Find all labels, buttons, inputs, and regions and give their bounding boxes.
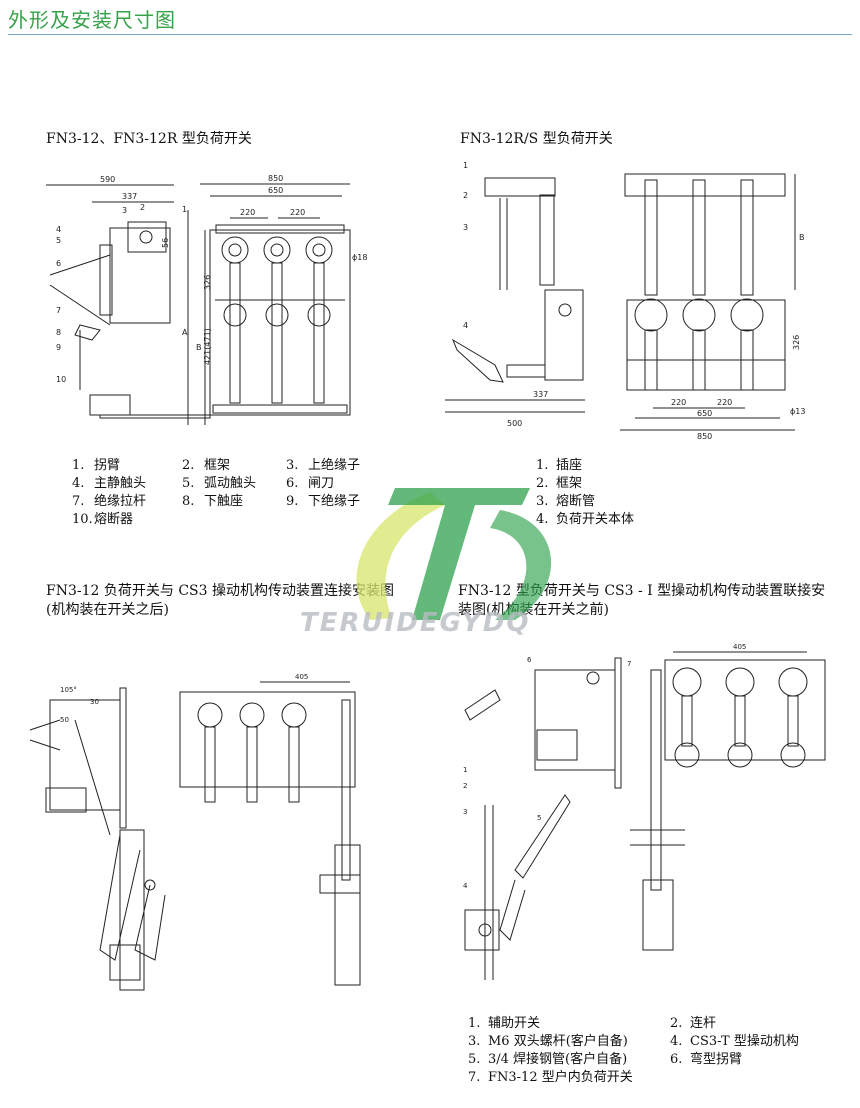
fig4-poles (672, 667, 808, 768)
svg-text:7: 7 (627, 660, 631, 668)
legend-row: 4.负荷开关本体 (536, 512, 635, 527)
fig1-title: FN3-12、FN3-12R 型负荷开关 (46, 131, 252, 147)
svg-text:7: 7 (56, 306, 61, 315)
legend-row: 5.3/4 焊接钢管(客户自备) 6.弯型拐臂 (468, 1052, 743, 1067)
svg-text:4: 4 (463, 321, 468, 330)
legend-row: 1.插座 (536, 458, 583, 473)
fig2-dim-650: 650 (697, 409, 712, 418)
svg-text:2: 2 (463, 191, 468, 200)
fig3-dim-405: 405 (295, 673, 308, 681)
watermark-logo (356, 488, 552, 620)
fig1-dim-A: A (182, 328, 188, 337)
svg-text:5: 5 (56, 236, 61, 245)
svg-text:3: 3 (122, 206, 127, 215)
svg-text:3: 3 (463, 808, 467, 816)
fig1-drawing: 590 337 850 650 220 220 56 326 421(471) … (46, 174, 367, 425)
fig2-dim-B: B (799, 233, 805, 242)
fig1-dim-337: 337 (122, 192, 137, 201)
legend-row: 1.拐臂 2.框架 3.上绝缘子 (72, 458, 361, 473)
fig2-dim-220a: 220 (671, 398, 686, 407)
fig1-insulators (221, 236, 333, 404)
fig4-title-line2: 装图(机构装在开关之前) (458, 602, 609, 618)
fig2-dim-326: 326 (792, 335, 801, 350)
fig3-drawing: 105° 50 30 405 (29, 673, 361, 991)
fig3-dim-30: 30 (90, 698, 99, 706)
page-title: 外形及安装尺寸图 (8, 8, 176, 32)
legend-row: 3.M6 双头螺杆(客户自备) 4.CS3-T 型操动机构 (468, 1034, 799, 1049)
fig4-drawing: 1 2 3 4 5 6 7 405 (463, 643, 826, 980)
svg-text:6: 6 (527, 656, 532, 664)
svg-text:1: 1 (463, 161, 468, 170)
legend-row: 1.辅助开关 2.连杆 (468, 1016, 717, 1031)
fig4-legend: 1.辅助开关 2.连杆 3.M6 双头螺杆(客户自备) 4.CS3-T 型操动机… (468, 1015, 799, 1087)
svg-text:9: 9 (56, 343, 61, 352)
svg-text:3: 3 (463, 223, 468, 232)
svg-text:6: 6 (56, 259, 61, 268)
fig4-title-line1: FN3-12 型负荷开关与 CS3 - I 型操动机构传动装置联接安 (458, 583, 826, 599)
fig2-dim-500: 500 (507, 419, 522, 428)
fig3-title-line2: (机构装在开关之后) (46, 602, 169, 618)
fig1-legend: 1.拐臂 2.框架 3.上绝缘子 4.主静触头 5.弧动触头 6.闸刀 7.绝缘… (72, 457, 360, 529)
fig1-dim-326: 326 (203, 275, 212, 290)
fig1-dim-B: B (196, 343, 202, 352)
watermark-text: TERUIDEGYDQ (300, 608, 531, 638)
fig1-dim-421: 421(471) (203, 328, 212, 365)
fig1-dim-650: 650 (268, 186, 283, 195)
svg-text:4: 4 (56, 225, 61, 234)
page-header: 外形及安装尺寸图 (0, 0, 860, 36)
fig1-dim-220b: 220 (290, 208, 305, 217)
svg-text:5: 5 (537, 814, 541, 822)
fig3-dim-105: 105° (60, 686, 77, 694)
fig2-poles (634, 179, 764, 391)
fig3-title-line1: FN3-12 负荷开关与 CS3 操动机构传动装置连接安装图 (46, 583, 394, 599)
svg-text:2: 2 (140, 203, 145, 212)
svg-text:10: 10 (56, 375, 66, 384)
fig1-dim-phi18: ϕ18 (352, 253, 367, 262)
fig2-title: FN3-12R/S 型负荷开关 (460, 131, 613, 147)
fig2-dim-phi13: ϕ13 (790, 407, 805, 416)
fig2-dim-337: 337 (533, 390, 548, 399)
svg-text:2: 2 (463, 782, 467, 790)
fig2-dim-850: 850 (697, 432, 712, 441)
fig3-poles (197, 702, 307, 803)
fig1-dim-590: 590 (100, 175, 115, 184)
fig1-dim-850: 850 (268, 174, 283, 183)
fig2-drawing: 1 2 3 4 337 500 B 326 220 220 650 850 ϕ1… (445, 161, 805, 441)
fig1-dim-220a: 220 (240, 208, 255, 217)
svg-text:4: 4 (463, 882, 468, 890)
legend-row: 4.主静触头 5.弧动触头 6.闸刀 (72, 476, 335, 491)
svg-text:8: 8 (56, 328, 61, 337)
svg-text:1: 1 (182, 205, 187, 214)
legend-row: 10.熔断器 (72, 512, 134, 527)
svg-text:1: 1 (463, 766, 467, 774)
fig3-dim-50: 50 (60, 716, 69, 724)
fig1-callouts: 1 2 3 4 5 6 7 8 9 10 (56, 203, 187, 384)
fig4-dim-405: 405 (733, 643, 746, 651)
header-divider (8, 34, 852, 35)
fig2-legend: 1.插座 2.框架 3.熔断管 4.负荷开关本体 (536, 457, 634, 529)
fig2-dim-220b: 220 (717, 398, 732, 407)
legend-row: 2.框架 (536, 476, 583, 491)
fig2-callouts: 1 2 3 4 (463, 161, 468, 330)
legend-row: 7.绝缘拉杆 8.下触座 9.下绝缘子 (72, 494, 361, 509)
fig4-callouts: 1 2 3 4 5 6 7 (463, 656, 631, 890)
legend-row: 3.熔断管 (536, 494, 596, 509)
legend-row: 7.FN3-12 型户内负荷开关 (468, 1070, 633, 1085)
